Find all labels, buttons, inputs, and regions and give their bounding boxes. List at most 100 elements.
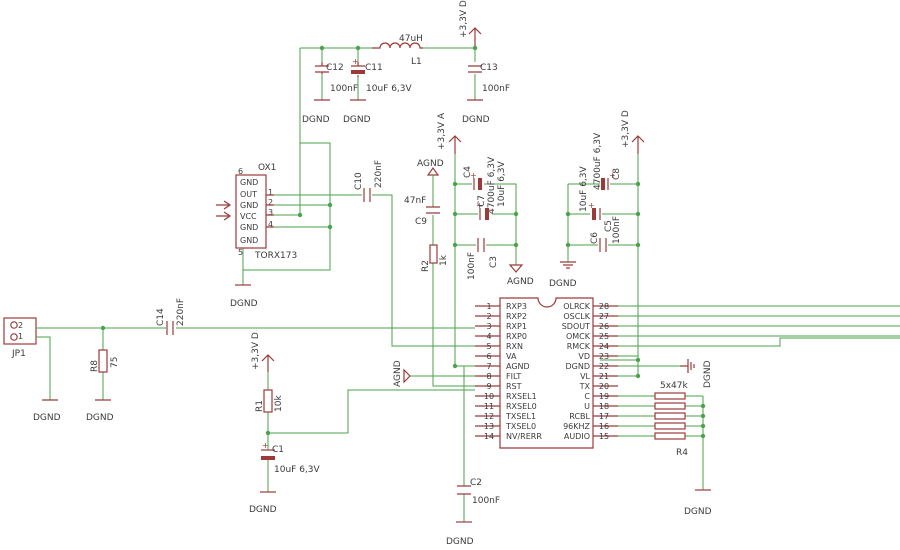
ic-pin-name: VD [578,352,590,361]
dgnd-c13: DGND [462,115,490,125]
ic-pin-name: RXP0 [506,332,527,341]
ic-pin-number: 16 [599,422,609,431]
c7-value: 10uF 6,3V [497,160,507,207]
ic-pin-number: 28 [599,302,609,311]
ox1-pin: GND [240,223,258,232]
ox1-num: 1 [268,188,273,197]
agnd-left: AGND [417,159,444,169]
ic-pin-number: 1 [486,302,491,311]
ic-right-pin-labels: 28OLRCK27OSCLK26SDOUT25OMCK24RMCK23VD22D… [562,302,609,441]
input-section: 2 1 JP1 R8 75 C14 220nF DGND DGND [3,298,475,423]
ox1-pin: VCC [240,212,257,221]
ic-pin-name: AUDIO [564,432,590,441]
c2-section: C2 100nF DGND [446,363,500,547]
ic-pin-name: AGND [506,362,530,371]
c4-value: 4700uF 6,3V [487,156,497,214]
svg-text:+: + [588,201,595,210]
ic-pin-number: 8 [486,372,491,381]
ic-pin-number: 9 [486,382,491,391]
r2-value: 1k [439,254,449,266]
c9-label: C9 [415,217,427,227]
ic-pin-name: U [584,402,590,411]
ox1-pin: GND [240,201,258,210]
ic-pin-number: 18 [599,402,609,411]
c11-label: C11 [365,63,383,73]
connector-jp1 [3,317,37,345]
ic-pin-name: OMCK [566,332,591,341]
ic-pin-name: RXN [506,342,523,351]
ic-pin-number: 10 [484,392,494,401]
capacitor-c3 [477,238,485,252]
capacitor-c14 [166,321,174,335]
c12-value: 100nF [330,84,358,94]
dgnd-c1: DGND [249,505,277,515]
dgnd-r4: DGND [684,507,712,517]
ic-pin-name: OLRCK [563,302,591,311]
ground-c-bank [560,261,576,269]
ic-pin-number: 20 [599,382,609,391]
ox1-pin: OUT [240,190,257,199]
ic-outputs: DGND 5x47k R4 DGND [618,305,900,517]
resistor-r4-5 [654,432,686,440]
svg-text:2: 2 [18,321,23,330]
ic-pin-name: DGND [565,362,590,371]
ic-pin-name: SDOUT [562,322,590,331]
capacitor-c13 [468,65,482,73]
agnd-pin7-label: AGND [393,360,403,387]
resistor-r4-2 [654,402,686,410]
ox1-num: 6 [238,167,243,176]
c10-section: C10 220nF [274,160,475,347]
agnd-pin7: AGND [393,360,475,387]
ic-pin-number: 23 [599,352,609,361]
resistor-r4-1 [654,392,686,400]
resistor-r4-4 [654,422,686,430]
ox1-num: 2 [268,198,273,207]
c2-label: C2 [470,478,482,488]
r4-value: 5x47k [660,381,689,391]
resistor-r1 [263,389,273,413]
pwr-d3-label: +3,3V D [251,332,261,370]
capacitor-c2 [457,485,471,495]
ic-pin-name: VA [506,352,517,361]
c3-value: 100nF [467,252,477,280]
capacitor-c9 [426,206,440,214]
ox1-part: TORX173 [254,251,297,261]
ic-pin-number: 25 [599,332,609,341]
c13-value: 100nF [482,84,510,94]
ox1-num: 4 [268,220,273,229]
optical-input-arrows [216,200,232,221]
l1-label: L1 [411,57,422,67]
l1-value: 47uH [399,34,423,44]
ic-pin-number: 19 [599,392,609,401]
ground-pin22 [680,359,695,373]
ic-pin-name: RMCK [567,342,591,351]
ox1-module: OX1 TORX173 GND OUT GND VCC GND GND 6 1 … [216,142,333,309]
c6-label: C6 [590,232,600,244]
ic-pin-name: RXP2 [506,312,527,321]
svg-text:+: + [352,57,359,66]
c9-value: 47nF [404,196,426,206]
ic-pin-number: 27 [599,312,609,321]
ic-pin-name: FILT [506,372,521,381]
r4-label: R4 [676,448,688,458]
ic-pin-number: 17 [599,412,609,421]
reset-section: +3,3V D R1 10k + C1 10uF 6,3V DGND [249,332,475,515]
dgnd-jp1: DGND [33,413,61,423]
c10-value: 220nF [374,160,384,188]
ic-pin-name: VL [580,372,590,381]
c10-label: C10 [354,172,364,190]
svg-text:+: + [476,201,483,210]
resistor-r2 [429,244,438,264]
ox1-pin: GND [240,236,258,245]
dgnd-bank: DGND [549,279,577,289]
ic-pin-number: 13 [484,422,494,431]
c14-label: C14 [156,308,166,326]
ic-pin-name: 96KHZ [563,422,590,431]
c3-label: C3 [489,256,499,268]
ox1-body [235,174,267,249]
ic-pin-number: 4 [486,332,491,341]
ic-pin-number: 5 [486,342,491,351]
ic-pin-number: 24 [599,342,609,351]
capacitor-c6 [599,238,607,252]
